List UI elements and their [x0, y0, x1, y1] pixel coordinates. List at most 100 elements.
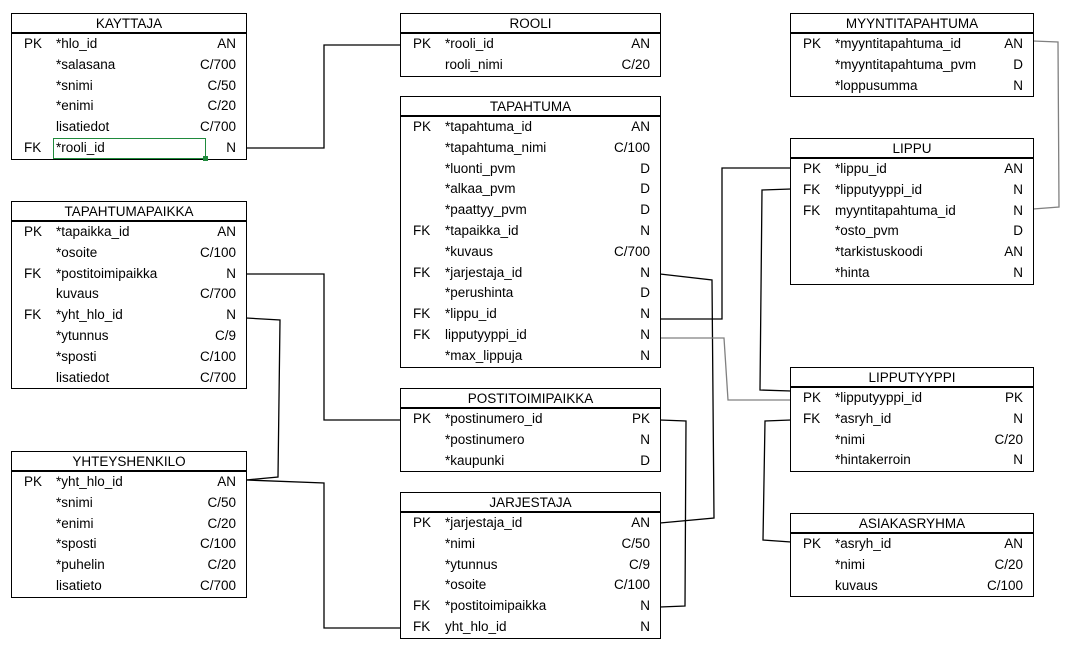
attribute-name: *snimi: [56, 77, 93, 93]
attribute-name: *osoite: [56, 244, 98, 260]
key-cell: FK: [413, 222, 431, 238]
attribute-name: kuvaus: [835, 577, 878, 593]
attribute-name: *tapaikka_id: [445, 222, 519, 238]
entity-title: TAPAHTUMAPAIKKA: [12, 202, 246, 222]
attribute-type: C/50: [207, 494, 236, 510]
attribute-type: PK: [1004, 390, 1023, 405]
entity-title: ASIAKASRYHMA: [791, 514, 1033, 534]
key-cell: FK: [413, 264, 431, 280]
attribute-name: *tapahtuma_nimi: [445, 139, 547, 155]
attribute-name: *jarjestaja_id: [445, 515, 523, 530]
attribute-name: *yht_hlo_id: [56, 307, 123, 323]
key-cell: PK: [24, 474, 43, 489]
attribute-type: D: [640, 202, 650, 218]
attribute-type: AN: [1004, 161, 1023, 176]
attribute-name: *kuvaus: [445, 243, 494, 259]
attribute-type: D: [640, 285, 650, 301]
attribute-type: C/100: [613, 577, 650, 593]
attribute-type: C/9: [628, 556, 650, 572]
relationship-postitoimipaikka-jarjestaja: [659, 419, 687, 608]
attribute-type: D: [640, 181, 650, 197]
entity-title: LIPPUTYYPPI: [791, 368, 1033, 388]
key-cell: PK: [24, 36, 43, 51]
attribute-name: *yht_hlo_id: [56, 474, 123, 489]
attribute-name: *enimi: [56, 98, 94, 114]
attribute-type: C/20: [207, 557, 236, 573]
attribute-name: *nimi: [445, 535, 476, 551]
entity-title: KAYTTAJA: [12, 14, 246, 34]
